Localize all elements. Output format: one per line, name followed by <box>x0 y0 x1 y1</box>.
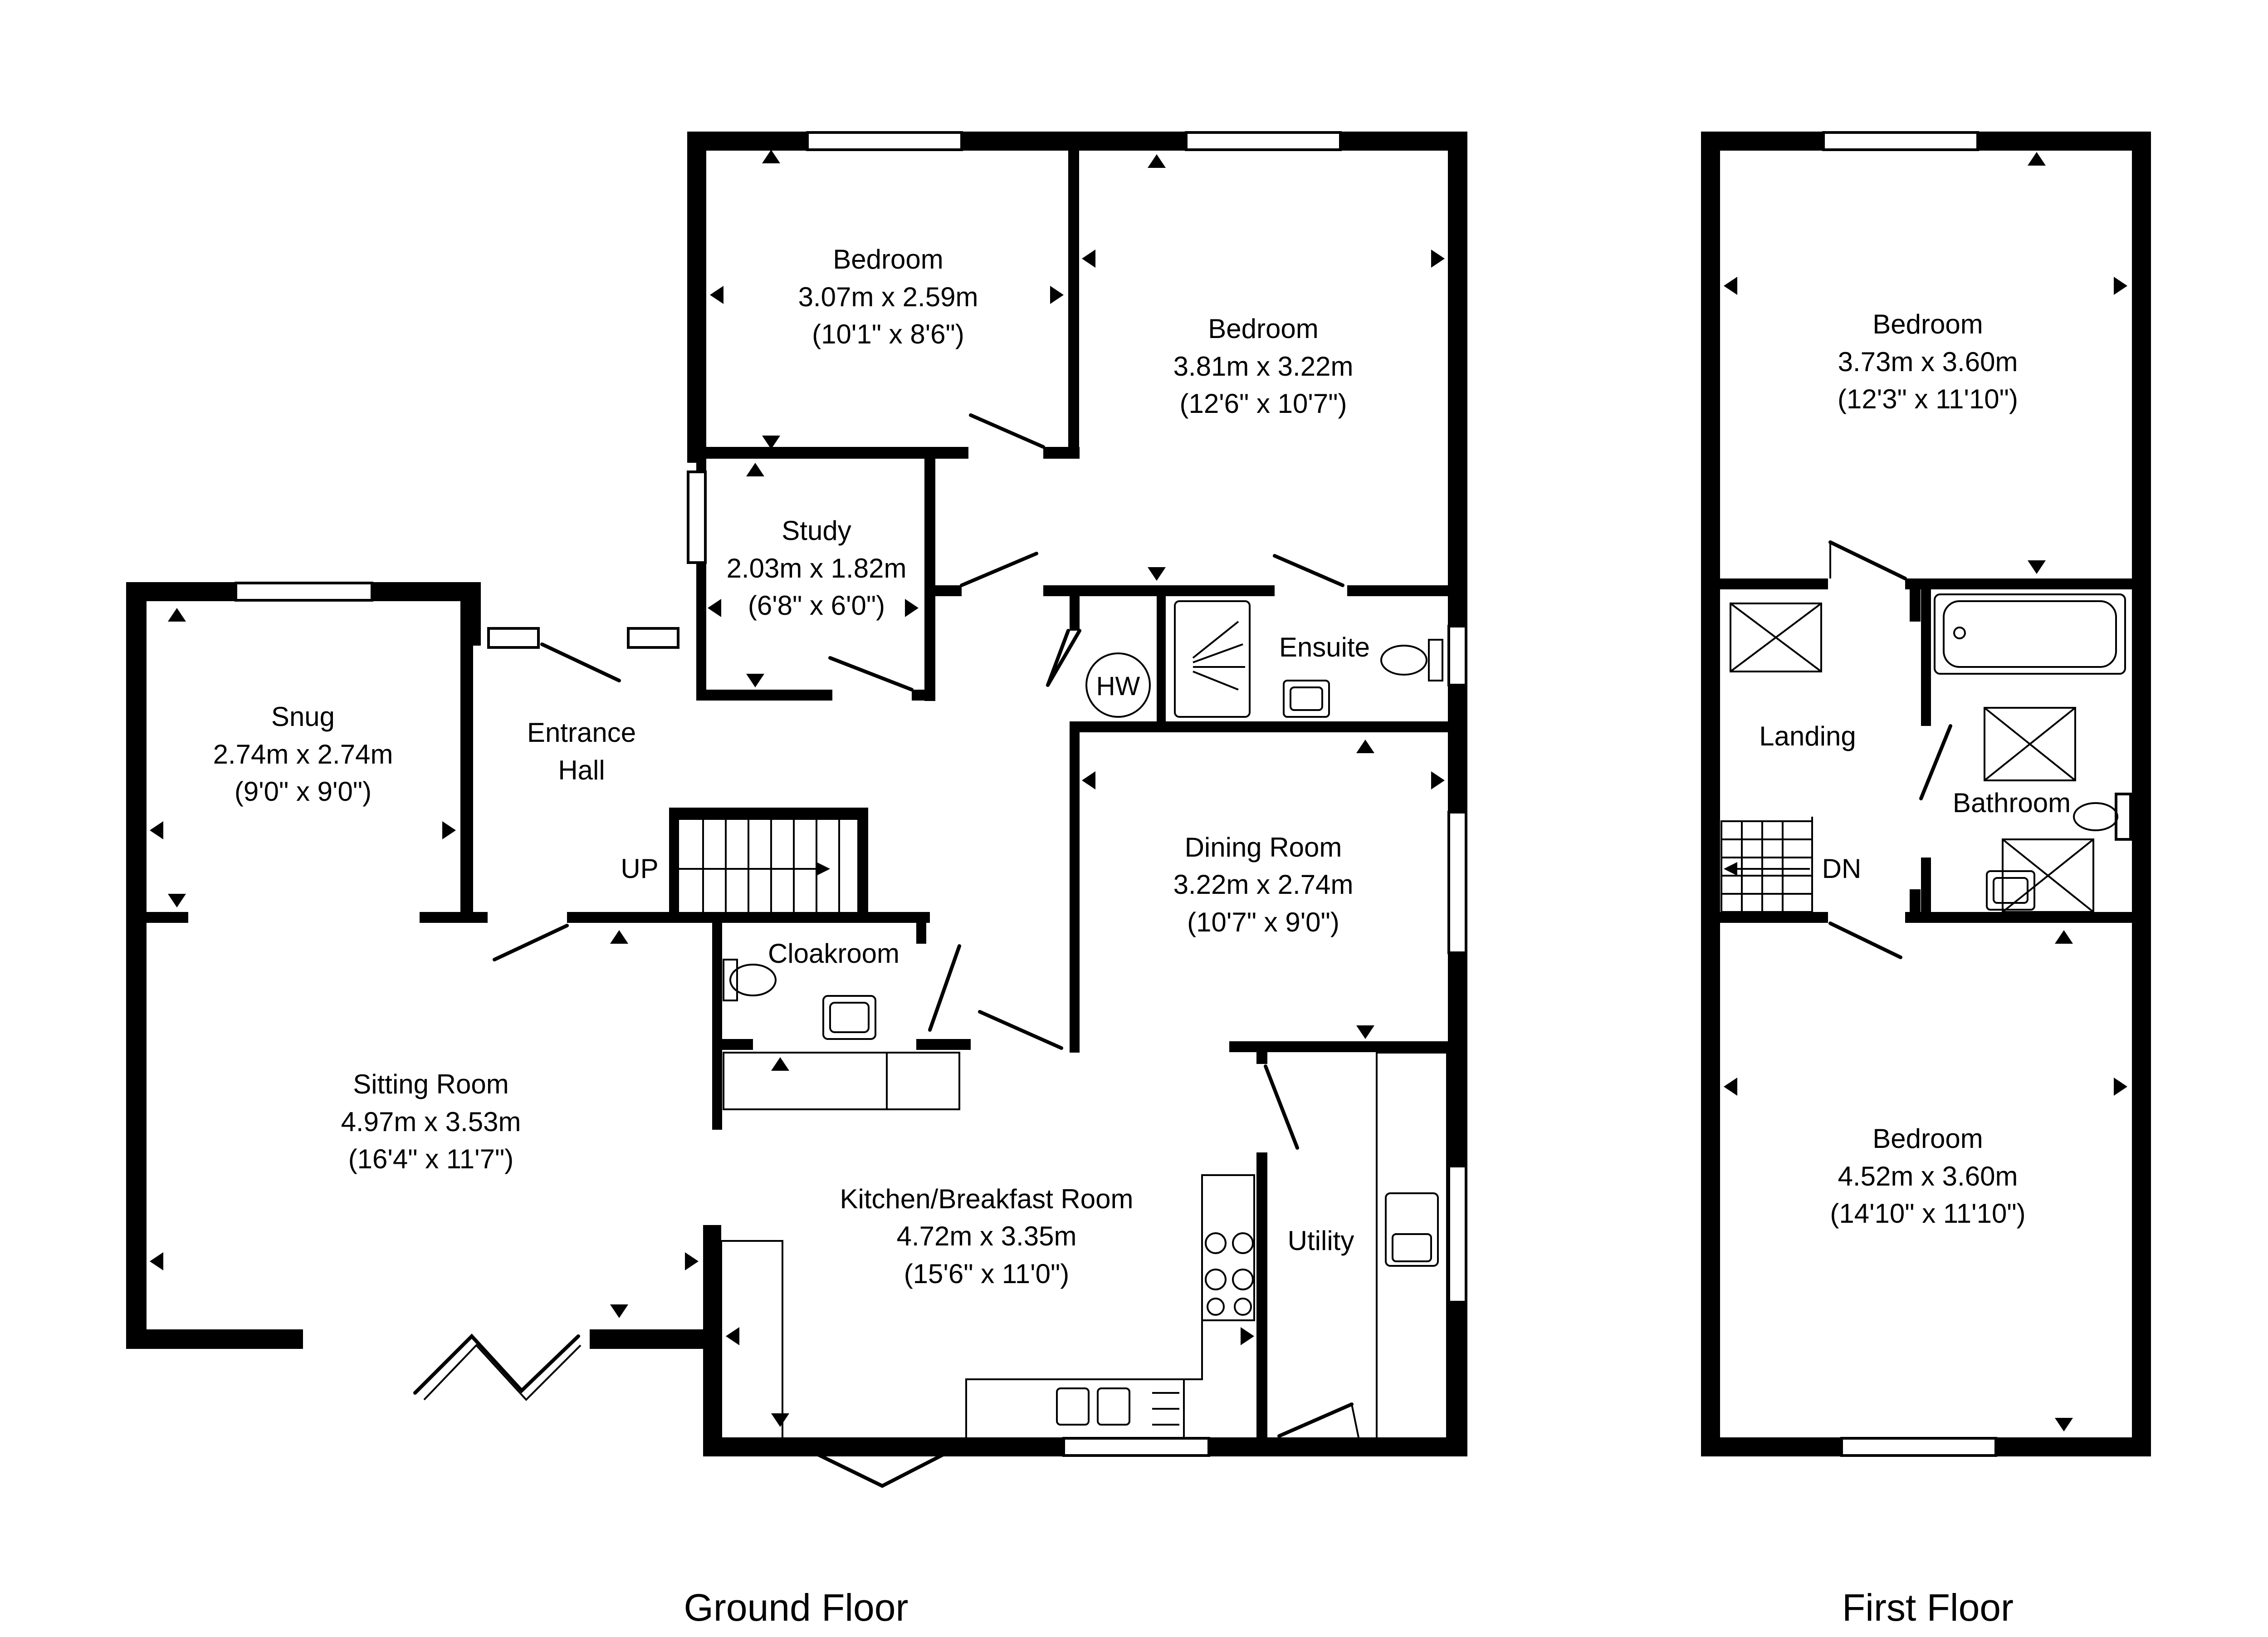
room-name: Bathroom <box>1953 788 2071 818</box>
room-metric-dimensions: 3.22m x 2.74m <box>1173 869 1354 900</box>
ground-fixtures <box>720 600 1448 1441</box>
ground-doors <box>413 413 1359 1488</box>
first-fixtures <box>1730 593 2126 913</box>
room-metric-dimensions: 3.07m x 2.59m <box>798 282 978 312</box>
room-imperial-dimensions: (16'4" x 11'7") <box>348 1144 514 1174</box>
window <box>1185 131 1342 151</box>
room-name: Bedroom <box>833 244 943 274</box>
skylight-icon <box>1730 603 1822 672</box>
first-interior-walls <box>1710 578 2141 923</box>
room-name: Bedroom <box>1208 314 1318 344</box>
first-outer-walls <box>1701 132 2151 1456</box>
room-name: Study <box>782 515 851 546</box>
window <box>1822 131 1979 151</box>
stairs-up-label: UP <box>621 853 658 884</box>
window <box>806 131 963 151</box>
room-imperial-dimensions: (12'6" x 10'7") <box>1179 388 1347 419</box>
window <box>1062 1437 1210 1457</box>
first-floor-plan: Bedroom 3.73m x 3.60m (12'3" x 11'10") L… <box>1701 131 2151 1629</box>
window <box>1447 1165 1467 1304</box>
toilet-icon <box>729 964 777 996</box>
room-imperial-dimensions: (12'3" x 11'10") <box>1838 384 2018 414</box>
ground-stairs <box>677 818 857 912</box>
room-name: Landing <box>1759 721 1856 751</box>
ground-windows <box>235 131 1467 1457</box>
first-doors <box>1828 540 1952 959</box>
first-floor-title: First Floor <box>1842 1586 2014 1629</box>
room-name: Kitchen/Breakfast Room <box>840 1184 1134 1214</box>
room-metric-dimensions: 2.74m x 2.74m <box>213 739 393 769</box>
ground-floor-plan: Bedroom 3.07m x 2.59m (10'1" x 8'6") Bed… <box>126 131 1467 1629</box>
room-imperial-dimensions: (10'7" x 9'0") <box>1187 907 1339 937</box>
window <box>487 627 540 649</box>
window <box>627 627 679 649</box>
skylight-icon <box>1984 707 2076 781</box>
toilet-icon <box>1380 645 1427 676</box>
ground-floor-title: Ground Floor <box>684 1586 909 1629</box>
room-metric-dimensions: 4.97m x 3.53m <box>341 1107 521 1137</box>
ground-room-labels: Bedroom 3.07m x 2.59m (10'1" x 8'6") Bed… <box>213 244 1370 1289</box>
room-name: Utility <box>1288 1225 1354 1256</box>
toilet-icon <box>2073 802 2118 831</box>
ground-dimension-markers <box>150 150 1445 1427</box>
first-stairs <box>1721 817 1813 913</box>
basin-icon <box>1986 870 2035 911</box>
stairs-down-label: DN <box>1822 853 1862 884</box>
room-name: Dining Room <box>1185 832 1342 863</box>
room-name: Bedroom <box>1872 309 1983 339</box>
bath-icon <box>1934 593 2126 675</box>
room-imperial-dimensions: (15'6" x 11'0") <box>904 1259 1070 1289</box>
room-metric-dimensions: 2.03m x 1.82m <box>727 553 907 583</box>
room-imperial-dimensions: (10'1" x 8'6") <box>812 319 964 349</box>
window <box>687 471 707 564</box>
basin-icon <box>1283 680 1330 718</box>
window <box>2115 793 2132 841</box>
room-name: Snug <box>271 701 335 732</box>
hot-water-label: HW <box>1096 671 1140 701</box>
room-name: Ensuite <box>1279 632 1370 662</box>
room-name: Cloakroom <box>768 938 899 969</box>
first-room-labels: Bedroom 3.73m x 3.60m (12'3" x 11'10") L… <box>1759 309 2071 1229</box>
room-name: Sitting Room <box>353 1069 508 1099</box>
room-metric-dimensions: 4.72m x 3.35m <box>897 1221 1077 1251</box>
sink-icon <box>1056 1387 1090 1426</box>
window <box>1447 811 1467 954</box>
room-imperial-dimensions: (6'8" x 6'0") <box>748 590 885 621</box>
basin-icon <box>822 995 876 1040</box>
first-dimension-markers <box>1724 152 2127 1431</box>
sink-icon <box>1385 1192 1439 1267</box>
skylight-icon <box>2002 838 2094 913</box>
hot-water-cylinder-icon <box>1085 652 1151 718</box>
shower-icon <box>1174 600 1251 718</box>
room-metric-dimensions: 3.81m x 3.22m <box>1173 351 1354 382</box>
ground-interior-walls <box>136 132 1465 1456</box>
room-imperial-dimensions: (14'10" x 11'10") <box>1830 1198 2025 1229</box>
room-name-line2: Hall <box>558 755 605 785</box>
room-imperial-dimensions: (9'0" x 9'0") <box>235 776 371 807</box>
room-metric-dimensions: 3.73m x 3.60m <box>1838 347 2018 377</box>
room-name: Entrance <box>527 717 636 748</box>
first-windows <box>1822 131 2132 1457</box>
window <box>1447 625 1467 686</box>
room-name: Bedroom <box>1872 1123 1983 1154</box>
room-metric-dimensions: 4.52m x 3.60m <box>1838 1161 2018 1191</box>
window <box>235 582 373 602</box>
window <box>1840 1437 1997 1457</box>
